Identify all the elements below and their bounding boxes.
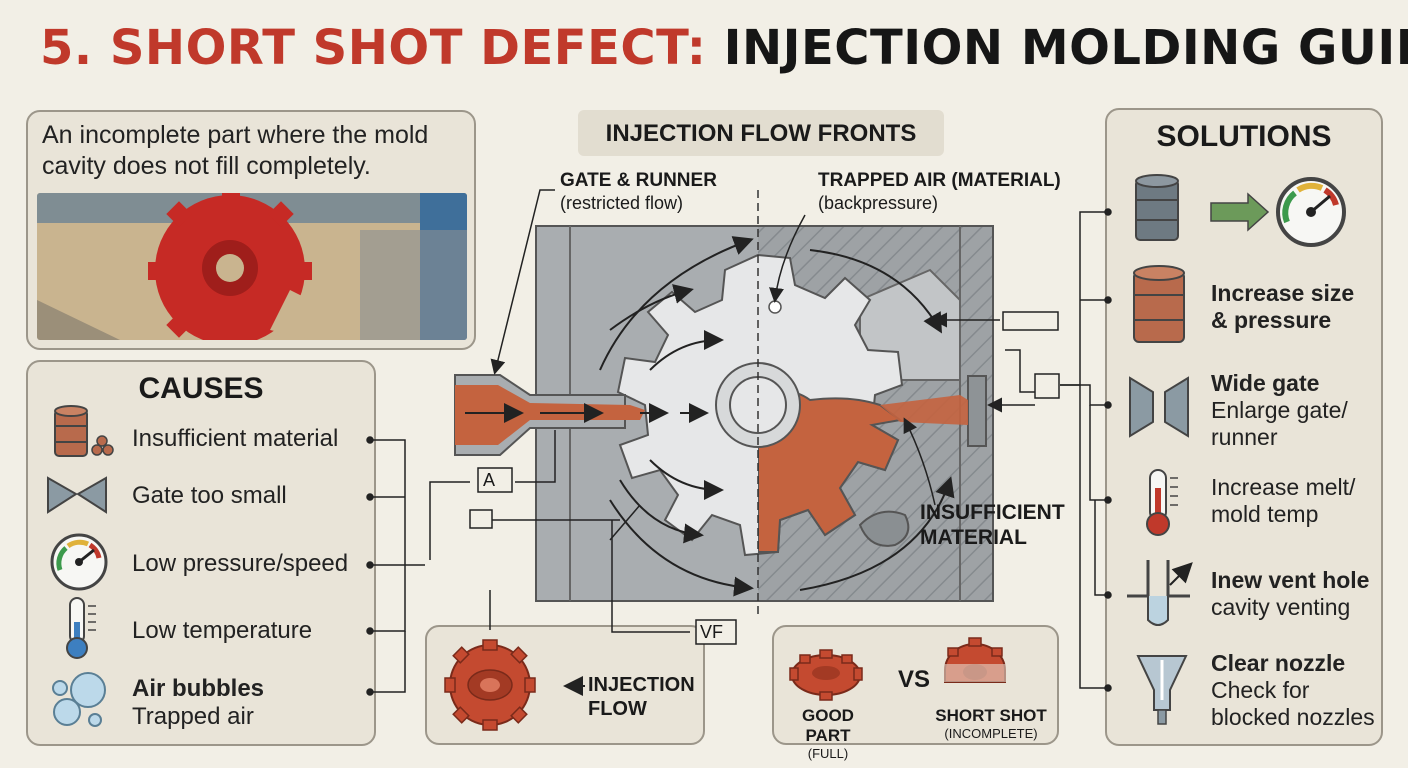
solution-4-sub: cavity venting bbox=[1211, 594, 1351, 620]
solution-increase-temp: Increase melt/ mold temp bbox=[1211, 474, 1355, 528]
schematic-boxes bbox=[469, 311, 1060, 645]
solution-wide-gate: Wide gate Enlarge gate/ runner bbox=[1211, 370, 1348, 451]
solution-4-title: Inew vent hole bbox=[1211, 567, 1370, 593]
causes-heading: CAUSES bbox=[138, 372, 264, 405]
gate-runner-sub: (restricted flow) bbox=[560, 193, 684, 213]
solution-vent-hole: Inew vent hole cavity venting bbox=[1211, 567, 1369, 621]
good-part-sub: (FULL) bbox=[807, 746, 849, 761]
solution-1-title: Increase size bbox=[1211, 280, 1355, 306]
gauge-icon bbox=[50, 533, 108, 591]
box-a-label: A bbox=[483, 470, 496, 490]
solution-2-sub: Enlarge gate/ bbox=[1211, 397, 1348, 423]
cause-air-bubbles: Air bubbles bbox=[132, 675, 265, 702]
gate-runner-callout: GATE & RUNNER (restricted flow) bbox=[560, 170, 717, 214]
gate-icon bbox=[1129, 376, 1189, 438]
flow-title-box bbox=[578, 110, 944, 156]
solution-3-sub-2: mold temp bbox=[1211, 501, 1319, 527]
flow-arrows bbox=[465, 236, 955, 597]
good-part-title: GOOD PART bbox=[802, 706, 854, 745]
cause-low-pressure: Low pressure/speed bbox=[132, 550, 349, 577]
title-number: 5. SHORT SHOT DEFECT: bbox=[40, 20, 707, 76]
title-rest: INJECTION MOLDING GUIDE bbox=[706, 20, 1408, 76]
cause-connectors bbox=[366, 436, 425, 696]
solution-5-title: Clear nozzle bbox=[1211, 650, 1346, 676]
solution-clear-nozzle: Clear nozzle Check for blocked nozzles bbox=[1211, 650, 1375, 731]
insufficient-material-callout: INSUFFICIENT MATERIAL bbox=[920, 500, 1065, 550]
injection-flow-line-2: FLOW bbox=[588, 698, 647, 720]
thermometer-icon bbox=[1146, 469, 1178, 536]
flow-fronts-title: INJECTION FLOW FRONTS bbox=[605, 120, 917, 147]
injection-flow-gear bbox=[444, 639, 585, 731]
gate-icon bbox=[47, 476, 107, 514]
solution-5-sub: Check for bbox=[1211, 677, 1310, 703]
barrel-icon bbox=[54, 405, 114, 457]
barrel-icon bbox=[1135, 174, 1179, 241]
gauge-icon bbox=[1276, 177, 1346, 247]
injection-flow-label: INJECTION FLOW bbox=[588, 673, 695, 721]
insufficient-line-1: INSUFFICIENT bbox=[920, 501, 1065, 524]
cause-low-temperature: Low temperature bbox=[132, 617, 313, 644]
arrow-right-icon bbox=[1210, 192, 1270, 232]
good-part-label: GOOD PART (FULL) bbox=[780, 706, 876, 761]
trapped-air-title: TRAPPED AIR (MATERIAL) bbox=[818, 170, 1061, 191]
definition-text: An incomplete part where the mold cavity… bbox=[42, 121, 429, 180]
short-shot-gear bbox=[940, 637, 1010, 683]
thermometer-icon bbox=[66, 597, 96, 659]
good-part-gear bbox=[789, 649, 863, 701]
trapped-air-sub: (backpressure) bbox=[818, 193, 939, 213]
trapped-air-callout: TRAPPED AIR (MATERIAL) (backpressure) bbox=[818, 170, 1061, 214]
page-title: 5. SHORT SHOT DEFECT: INJECTION MOLDING … bbox=[40, 20, 1408, 76]
nozzle-icon bbox=[1136, 655, 1188, 725]
injection-flow-line-1: INJECTION bbox=[588, 674, 695, 696]
insufficient-line-2: MATERIAL bbox=[920, 526, 1027, 549]
solution-5-sub-2: blocked nozzles bbox=[1211, 704, 1375, 730]
vs-label: VS bbox=[898, 666, 931, 693]
solution-1-title-2: & pressure bbox=[1211, 307, 1332, 333]
gate-runner-title: GATE & RUNNER bbox=[560, 170, 717, 191]
barrel-large-icon bbox=[1133, 265, 1185, 343]
solution-3-sub: Increase melt/ bbox=[1211, 474, 1356, 500]
cause-gate-too-small: Gate too small bbox=[132, 482, 287, 509]
short-shot-sub: (INCOMPLETE) bbox=[944, 726, 1038, 741]
leader-lines bbox=[429, 189, 1035, 633]
short-shot-label: SHORT SHOT (INCOMPLETE) bbox=[928, 706, 1054, 741]
cause-insufficient-material: Insufficient material bbox=[132, 425, 339, 452]
short-shot-title: SHORT SHOT bbox=[935, 706, 1047, 725]
solutions-heading: SOLUTIONS bbox=[1156, 120, 1332, 153]
solution-increase-size: Increase size & pressure bbox=[1211, 280, 1354, 334]
vent-icon bbox=[1127, 560, 1193, 626]
bubbles-icon bbox=[52, 672, 106, 727]
solution-2-title: Wide gate bbox=[1211, 370, 1320, 396]
short-shot-photo bbox=[37, 193, 467, 340]
nozzle-runner bbox=[454, 374, 645, 456]
solution-connectors bbox=[1060, 208, 1112, 692]
box-vf-label: VF bbox=[700, 622, 724, 642]
solution-2-sub-2: runner bbox=[1211, 424, 1278, 450]
cause-trapped-air: Trapped air bbox=[132, 703, 254, 730]
